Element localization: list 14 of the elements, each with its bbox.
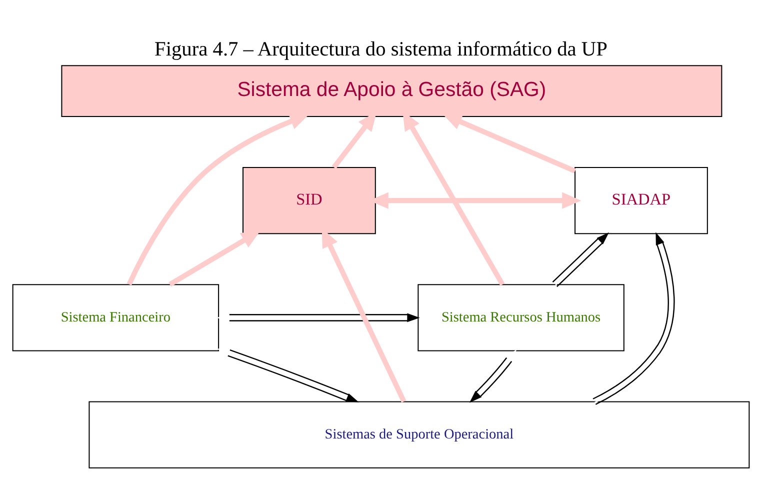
node-box: Sistema Financeiro [12, 284, 220, 351]
node-box: Sistemas de Suporte Operacional [88, 400, 750, 468]
arrow [592, 232, 675, 404]
arrow [552, 232, 610, 286]
arrow [442, 113, 576, 173]
arrow [216, 312, 420, 322]
node-box: SIADAP [574, 166, 708, 234]
node-box: SID [242, 166, 376, 234]
arrow [216, 348, 359, 402]
node-box: Sistema Recursos Humanos [418, 284, 624, 351]
arrow [469, 348, 517, 402]
arrow [168, 230, 260, 286]
diagram-title: Figura 4.7 – Arquitectura do sistema informático da UP [154, 38, 608, 60]
node-box: Sistema de Apoio à Gestão (SAG) [61, 64, 722, 117]
